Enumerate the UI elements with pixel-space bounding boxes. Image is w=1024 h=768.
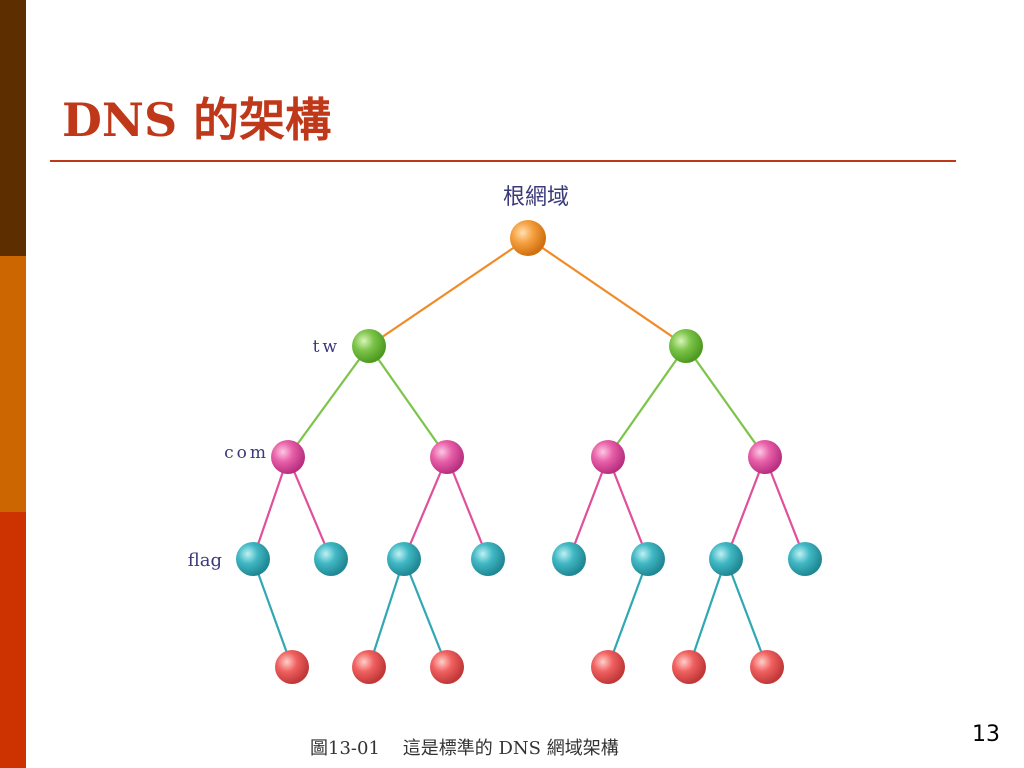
edge-root-right: [526, 236, 688, 348]
level3-node: [709, 542, 743, 576]
level3-node: [471, 542, 505, 576]
edge-l3-l4: [606, 557, 650, 669]
tw-node: [352, 329, 386, 363]
com-node: [271, 440, 305, 474]
title-underline: [50, 160, 956, 162]
edge-l3-l4: [687, 557, 728, 669]
edge-l2-l3: [402, 455, 449, 561]
level4-node: [275, 650, 309, 684]
tw-label: tw: [313, 337, 340, 357]
level4-node: [430, 650, 464, 684]
edge-l3-l4: [724, 557, 769, 669]
edge-l3-l4: [402, 557, 449, 669]
accent-bar-bottom: [0, 512, 26, 768]
left-accent-bar: [0, 0, 26, 768]
edge-l2-l3: [286, 455, 333, 561]
edge-l3-l4: [367, 557, 406, 669]
tree-labels: 根網域 tw com flag: [188, 185, 569, 571]
level3-node: [631, 542, 665, 576]
level1-node: [669, 329, 703, 363]
level3-node: [314, 542, 348, 576]
level4-node: [750, 650, 784, 684]
edge-l3-l4: [251, 557, 294, 669]
level2-node: [591, 440, 625, 474]
flag-label: flag: [188, 550, 222, 571]
level4-node: [352, 650, 386, 684]
flag-node: [236, 542, 270, 576]
level3-node: [387, 542, 421, 576]
level3-node: [788, 542, 822, 576]
figure-caption: 圖13-01 這是標準的 DNS 網域架構: [310, 738, 619, 759]
edge-l2-l3: [445, 455, 490, 561]
slide-title: DNS 的架構: [62, 93, 332, 147]
tree-edges: [251, 236, 807, 669]
level4-node: [672, 650, 706, 684]
edge-l2-l3: [724, 455, 767, 561]
level4-node: [591, 650, 625, 684]
edge-l2-l3: [567, 455, 610, 561]
root-node: [510, 220, 546, 256]
edge-l1-l2: [286, 344, 371, 459]
root-label: 根網域: [503, 185, 569, 210]
com-label: com: [224, 443, 269, 463]
edge-l2-l3: [606, 455, 650, 561]
level2-node: [430, 440, 464, 474]
edge-l2-l3: [251, 455, 290, 561]
accent-bar-top: [0, 0, 26, 256]
edge-l2-l3: [763, 455, 807, 561]
level2-node: [748, 440, 782, 474]
level3-node: [552, 542, 586, 576]
edge-root-tw: [367, 236, 530, 348]
edge-l1-l2: [367, 344, 449, 459]
tree-nodes: [236, 220, 822, 684]
page-number: 13: [972, 722, 1000, 747]
edge-l1-l2: [684, 344, 767, 459]
accent-bar-middle: [0, 256, 26, 512]
edge-l1-l2: [606, 344, 688, 459]
